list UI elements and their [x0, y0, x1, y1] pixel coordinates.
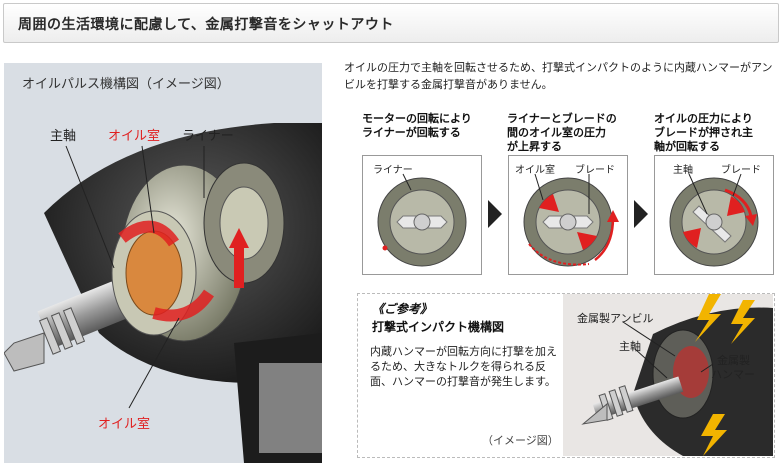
label-oil-chamber: オイル室: [108, 129, 161, 144]
label-liner: ライナー: [182, 129, 234, 144]
label-metal-hammer-2: ハンマー: [711, 368, 755, 381]
reference-body: 内蔵ハンマーが回転方向に打撃を加えるため、大きなトルクを得られる反面、ハンマーの…: [370, 345, 557, 388]
step-arrow-2: [634, 200, 648, 228]
reference-subheading: 打撃式インパクト機構図: [372, 320, 505, 334]
label-ref-shaft: 主軸: [619, 340, 641, 353]
reference-heading: 《ご参考》: [372, 302, 433, 316]
label-shaft: 主軸: [50, 129, 77, 144]
step1-label-liner: ライナー: [373, 165, 413, 176]
step2-label-blade: ブレード: [575, 165, 615, 176]
step2-panel: オイル室 ブレード: [508, 155, 628, 275]
step3-panel: 主軸 ブレード: [654, 155, 774, 275]
step2-diagram: [523, 173, 619, 267]
step3-label-blade: ブレード: [721, 165, 761, 176]
step1-panel: ライナー: [362, 155, 482, 275]
reference-note: （イメージ図）: [482, 434, 559, 447]
step3-diagram: [669, 173, 759, 267]
section-header: 周囲の生活環境に配慮して、金属打撃音をシャットアウト: [3, 3, 779, 43]
label-metal-anvil: 金属製アンビル: [577, 312, 654, 325]
illustration-title: オイルパルス機構図（イメージ図）: [22, 77, 230, 92]
step1-caption: モーターの回転により ライナーが回転する: [362, 112, 472, 139]
reference-box: 《ご参考》 打撃式インパクト機構図 内蔵ハンマーが回転方向に打撃を加えるため、大…: [357, 293, 775, 458]
label-oil-chamber-bottom: オイル室: [98, 417, 151, 432]
label-metal-hammer-1: 金属製: [717, 354, 750, 367]
step3-caption: オイルの圧力により ブレードが押され主 軸が回転する: [654, 112, 753, 153]
step-arrow-1: [488, 200, 502, 228]
intro-text: オイルの圧力で主軸を回転させるため、打撃式インパクトのように内蔵ハンマーがアンビ…: [344, 61, 773, 91]
impact-mechanism-diagram: [581, 294, 773, 456]
step2-caption: ライナーとブレードの 間のオイル室の圧力 が上昇する: [507, 112, 617, 153]
step3-label-shaft: 主軸: [673, 165, 693, 176]
step1-diagram: [377, 173, 467, 267]
step2-label-oil-chamber: オイル室: [515, 165, 555, 176]
oil-pulse-illustration: オイルパルス機構図（イメージ図） 主軸 オイル室 ライナー オイル室: [4, 63, 322, 463]
oil-pulse-mechanism-image: [4, 123, 322, 463]
section-title: 周囲の生活環境に配慮して、金属打撃音をシャットアウト: [18, 17, 394, 33]
impact-mechanism-image: 金属製アンビル 主軸 金属製 ハンマー: [563, 294, 773, 456]
